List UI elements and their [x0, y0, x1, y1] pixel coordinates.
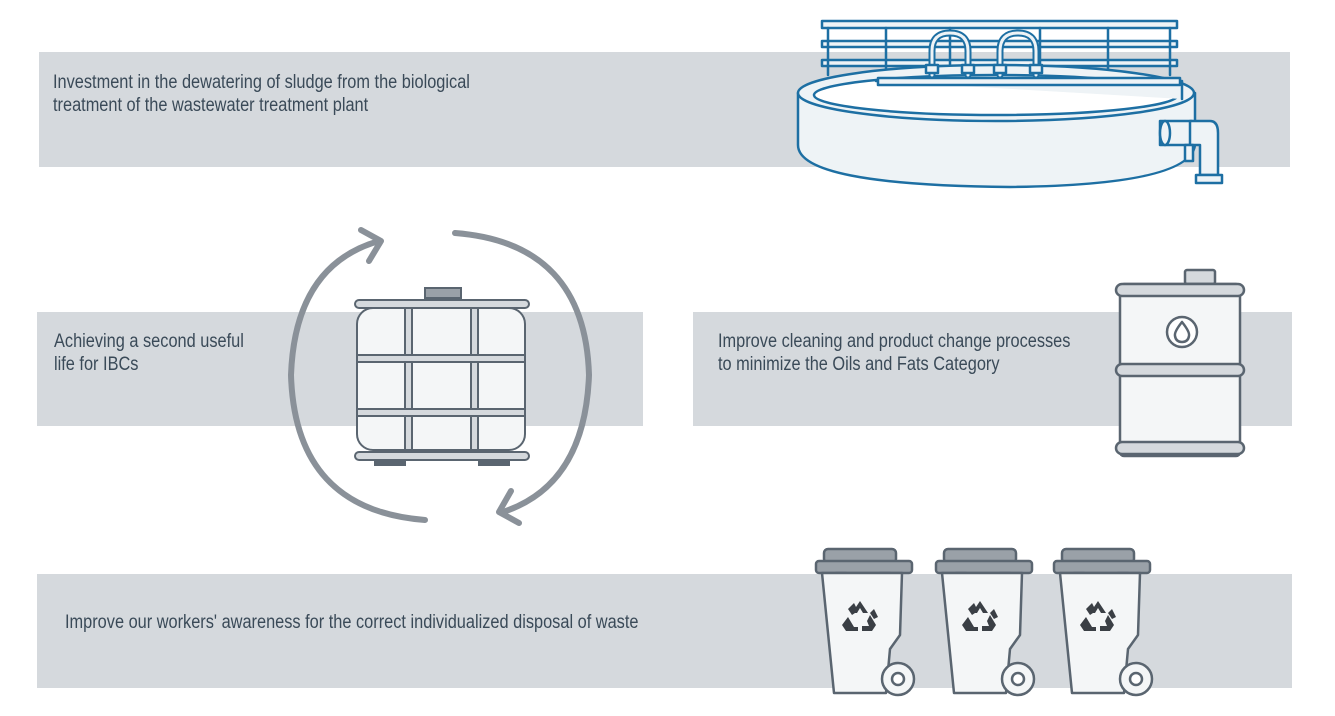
- wastewater-line-1: Investment in the dewatering of sludge f…: [53, 72, 470, 93]
- oil-drop-icon: [1173, 320, 1191, 344]
- recycle-arrow-left: [288, 238, 428, 523]
- ibc-line-1: Achieving a second useful: [54, 331, 244, 352]
- oils-line-2: to minimize the Oils and Fats Category: [718, 354, 1000, 375]
- wastewater-tank-icon: [796, 19, 1224, 189]
- recycle-arrow-right: [452, 230, 592, 515]
- wastewater-line-2: treatment of the wastewater treatment pl…: [53, 95, 369, 116]
- oil-barrel-icon: [1114, 268, 1246, 458]
- ibc-container-recycle-icon: [288, 227, 592, 526]
- ibc-line-2: life for IBCs: [54, 354, 139, 375]
- recycling-bin-2: [934, 547, 1036, 697]
- recycling-bins-icon: [814, 547, 1154, 697]
- oils-text: Improve cleaning and product change proc…: [718, 330, 1070, 376]
- recycling-bin-1: [814, 547, 916, 697]
- recycling-bin-3: [1052, 547, 1154, 697]
- oils-line-1: Improve cleaning and product change proc…: [718, 331, 1071, 352]
- ibc-text: Achieving a second useful life for IBCs: [54, 330, 244, 376]
- wastewater-text: Investment in the dewatering of sludge f…: [53, 71, 470, 117]
- waste-line-1: Improve our workers' awareness for the c…: [65, 612, 639, 633]
- band-ibc: [37, 312, 643, 426]
- waste-text: Improve our workers' awareness for the c…: [65, 611, 638, 634]
